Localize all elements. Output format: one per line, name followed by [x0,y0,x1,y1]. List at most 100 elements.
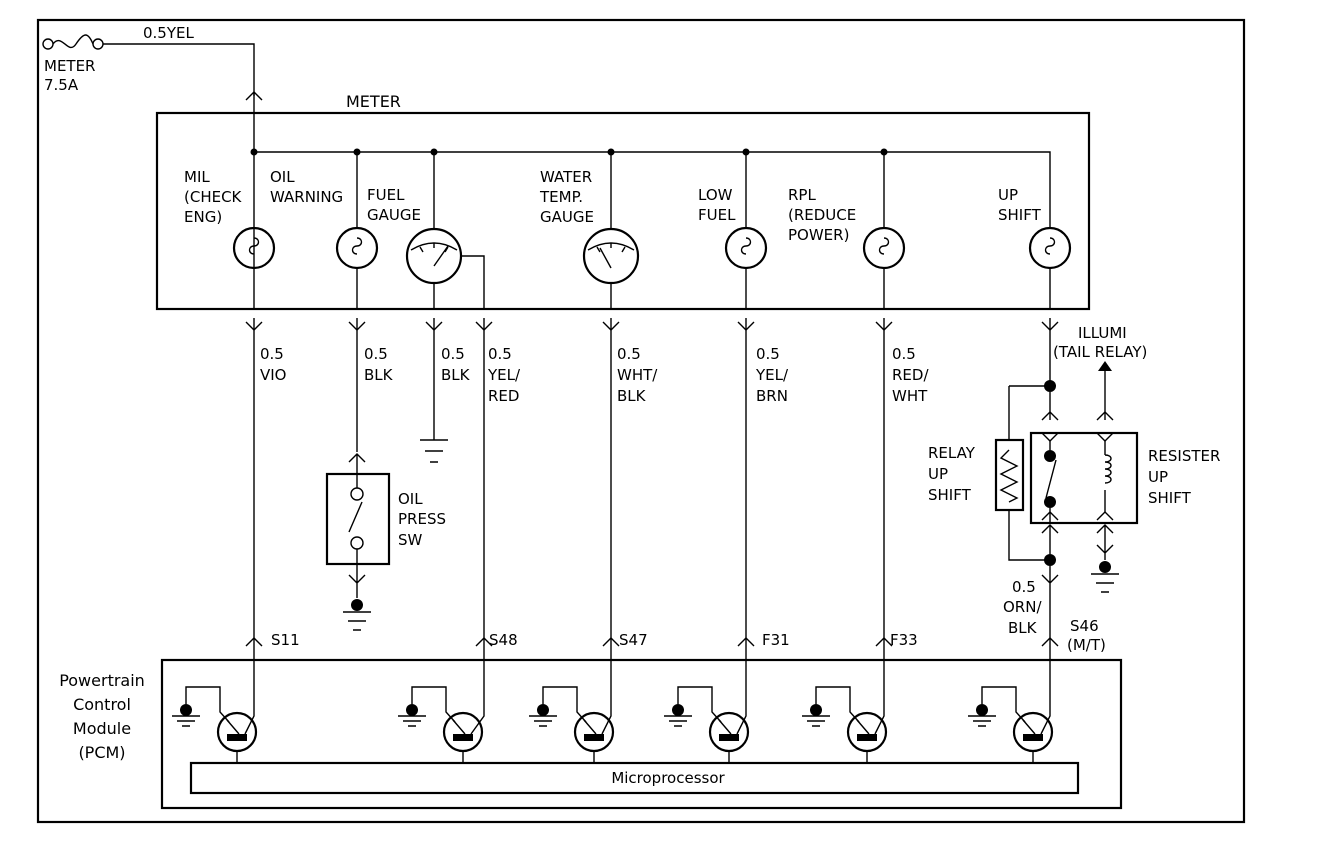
pcm-pin-connectors [245,637,1059,647]
mil-lamp-icon [232,226,276,270]
svg-text:BLK: BLK [364,366,394,384]
diagram-frame [36,18,1246,824]
svg-text:RESISTER: RESISTER [1148,447,1220,465]
pin-s47: S47 [619,631,648,649]
label-mil: MIL (CHECK ENG) [184,168,243,226]
svg-text:ORN/: ORN/ [1003,598,1042,616]
meter-out-connectors [245,321,1059,331]
svg-text:OIL: OIL [270,168,295,186]
svg-text:VIO: VIO [260,366,287,384]
label-up-shift: UP SHIFT [998,186,1042,224]
svg-text:SHIFT: SHIFT [928,486,972,504]
microprocessor-label: Microprocessor [611,769,725,787]
transistor-icon [968,660,1054,763]
water-temp-gauge-icon [582,227,640,285]
label-oil-press-sw: OIL PRESS SW [398,490,446,549]
wire-label-vio: 0.5 VIO [260,345,287,384]
svg-text:YEL/: YEL/ [487,366,521,384]
svg-text:ENG): ENG) [184,208,222,226]
meter-box [155,111,1091,311]
label-illumi: ILLUMI (TAIL RELAY) [1053,324,1147,361]
wire-label-blk-2: 0.5 BLK [441,345,471,384]
connector-meter-in [245,91,263,111]
svg-text:0.5: 0.5 [892,345,916,363]
transistor-icon [398,660,485,763]
svg-text:BLK: BLK [1008,619,1038,637]
label-water-temp: WATER TEMP. GAUGE [539,168,594,226]
svg-text:WHT: WHT [892,387,928,405]
svg-text:FUEL: FUEL [698,206,736,224]
svg-text:ILLUMI: ILLUMI [1078,324,1127,342]
pin-s48: S48 [489,631,518,649]
svg-text:BLK: BLK [617,387,647,405]
resister-up-shift-box [1029,431,1139,525]
svg-text:MIL: MIL [184,168,210,186]
fuse-meter [42,34,255,96]
relay-coil-icon [1096,432,1114,521]
meter-bus [253,111,1051,309]
svg-text:0.5: 0.5 [488,345,512,363]
svg-text:RPL: RPL [788,186,816,204]
pin-s46-mt: (M/T) [1067,636,1106,654]
relay-up-shift-resistor [994,438,1025,512]
svg-text:YEL/: YEL/ [755,366,789,384]
svg-text:POWER): POWER) [788,226,849,244]
label-low-fuel: LOW FUEL [698,186,736,224]
microprocessor-box [189,761,1080,795]
svg-text:(CHECK: (CHECK [184,188,243,206]
fuse-rating-label: 7.5A [44,76,79,94]
pin-f31: F31 [762,631,790,649]
svg-text:(REDUCE: (REDUCE [788,206,856,224]
svg-text:UP: UP [1148,468,1168,486]
svg-text:SW: SW [398,531,423,549]
wire-label-orn-blk: 0.5 ORN/ BLK [1003,578,1042,637]
svg-text:UP: UP [998,186,1018,204]
transistor-icon [172,660,258,763]
wire-label-yel-brn: 0.5 YEL/ BRN [755,345,789,405]
pin-f33: F33 [890,631,918,649]
svg-text:PRESS: PRESS [398,510,446,528]
svg-text:OIL: OIL [398,490,423,508]
svg-text:WHT/: WHT/ [617,366,658,384]
pcm-transistors [172,660,1054,763]
label-oil-warning: OIL WARNING [270,168,343,206]
relay-switch-icon [1041,432,1059,522]
label-relay-up-shift: RELAY UP SHIFT [928,444,976,504]
ground-icon [343,599,371,631]
transistor-icon [529,660,615,763]
svg-text:BRN: BRN [756,387,788,405]
svg-text:SHIFT: SHIFT [1148,489,1192,507]
svg-text:(PCM): (PCM) [78,743,125,762]
wire-label-yel-red: 0.5 YEL/ RED [487,345,521,405]
svg-text:GAUGE: GAUGE [367,206,421,224]
label-resister-up-shift: RESISTER UP SHIFT [1148,447,1220,507]
svg-text:Powertrain: Powertrain [59,671,145,690]
pin-s46: S46 [1070,617,1099,635]
low-fuel-lamp-icon [724,226,768,270]
svg-text:0.5: 0.5 [260,345,284,363]
svg-text:0.5: 0.5 [364,345,388,363]
svg-text:GAUGE: GAUGE [540,208,594,226]
fuse-name-label: METER [44,57,95,75]
fuse-wire-label: 0.5YEL [143,24,194,42]
fuel-gauge-icon [405,227,485,309]
pcm-box [160,658,1123,810]
svg-text:0.5: 0.5 [441,345,465,363]
transistor-icon [802,660,888,763]
svg-text:Module: Module [73,719,131,738]
svg-text:RED/: RED/ [892,366,929,384]
svg-text:UP: UP [928,465,948,483]
svg-text:BLK: BLK [441,366,471,384]
meter-title: METER [346,92,401,111]
oil-press-switch-box [325,472,391,566]
wire-label-blk-1: 0.5 BLK [364,345,394,384]
svg-text:Control: Control [73,695,131,714]
svg-text:LOW: LOW [698,186,733,204]
svg-text:0.5: 0.5 [756,345,780,363]
oil-warning-lamp-icon [335,226,379,270]
svg-text:TEMP.: TEMP. [539,188,583,206]
svg-text:FUEL: FUEL [367,186,405,204]
pin-s11: S11 [271,631,300,649]
svg-text:SHIFT: SHIFT [998,206,1042,224]
